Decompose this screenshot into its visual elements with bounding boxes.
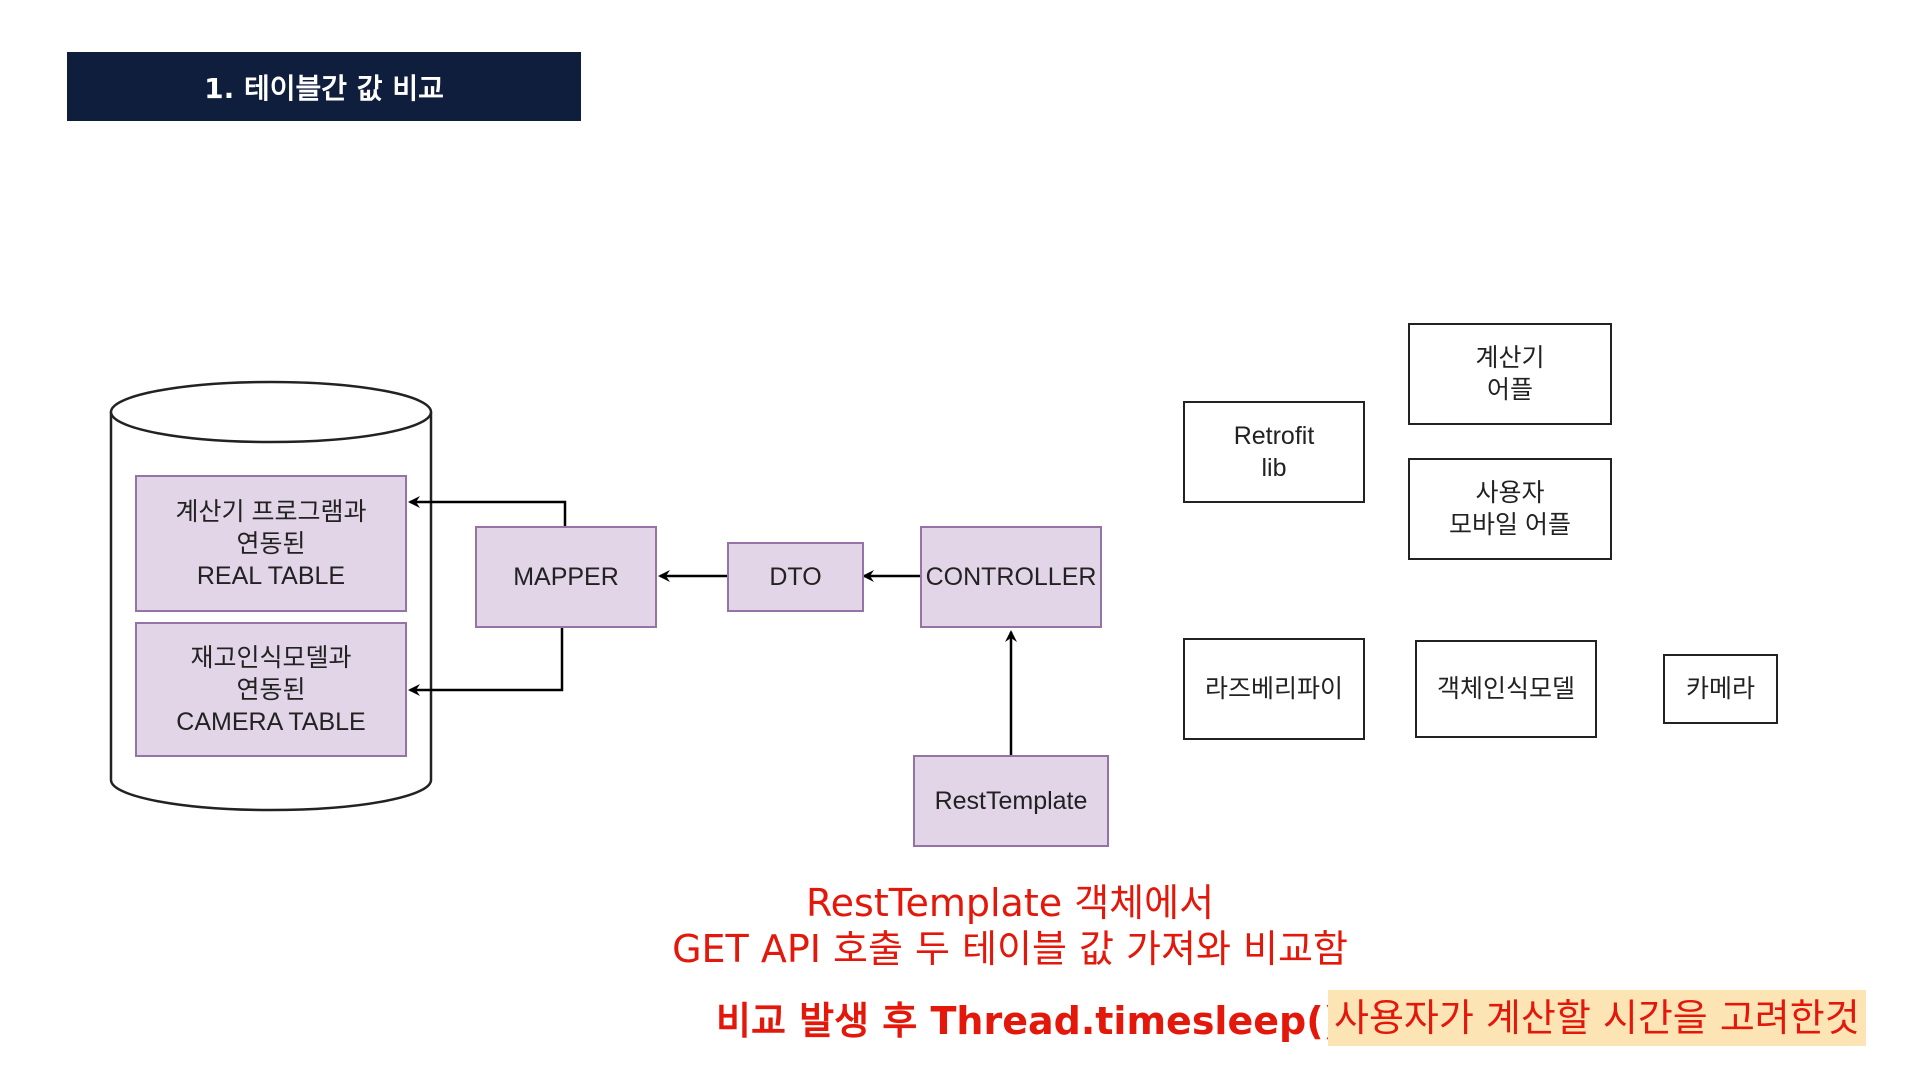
camera-table-node: 재고인식모델과 연동된 CAMERA TABLE	[135, 622, 407, 757]
note-line-2: GET API 호출 두 테이블 값 가져와 비교함	[672, 927, 1348, 971]
dto-node: DTO	[727, 542, 864, 612]
raspberry-pi-label: 라즈베리파이	[1204, 675, 1343, 703]
mapper-node: MAPPER	[475, 526, 657, 628]
camera-table-line-2: 연동된	[236, 675, 306, 704]
user-mobile-app-line-1: 사용자	[1475, 479, 1545, 507]
camera-node: 카메라	[1663, 654, 1778, 724]
calculator-app-line-1: 계산기	[1475, 344, 1545, 372]
arrow-mapper-to-real-table	[408, 496, 567, 528]
camera-label: 카메라	[1685, 675, 1755, 703]
dto-label: DTO	[769, 563, 822, 591]
controller-node: CONTROLLER	[920, 526, 1102, 628]
object-detection-model-label: 객체인식모델	[1436, 675, 1575, 703]
real-table-line-1: 계산기 프로그램과	[175, 497, 367, 526]
real-table-line-3: REAL TABLE	[196, 561, 346, 590]
section-title-text: 1. 테이블간 값 비교	[204, 71, 444, 105]
real-table-node: 계산기 프로그램과 연동된 REAL TABLE	[135, 475, 407, 612]
mapper-label: MAPPER	[513, 563, 619, 591]
note-line-1: RestTemplate 객체에서	[805, 881, 1215, 925]
note-description: RestTemplate 객체에서 GET API 호출 두 테이블 값 가져와…	[600, 880, 1420, 972]
calculator-app-node: 계산기 어플	[1408, 323, 1612, 425]
resttemplate-label: RestTemplate	[934, 787, 1088, 815]
section-title: 1. 테이블간 값 비교	[67, 52, 581, 121]
retrofit-node: Retrofit lib	[1183, 401, 1365, 503]
calculator-app-line-2: 어플	[1486, 376, 1533, 404]
user-mobile-app-line-2: 모바일 어플	[1449, 511, 1571, 539]
retrofit-line-2: lib	[1261, 454, 1287, 482]
raspberry-pi-node: 라즈베리파이	[1183, 638, 1365, 740]
note-line-3: 비교 발생 후 Thread.timesleep()	[716, 999, 1341, 1043]
retrofit-line-1: Retrofit	[1233, 422, 1315, 450]
camera-table-line-3: CAMERA TABLE	[176, 707, 366, 736]
highlight-note: 사용자가 계산할 시간을 고려한것	[1328, 990, 1866, 1046]
real-table-line-2: 연동된	[236, 529, 306, 558]
object-detection-model-node: 객체인식모델	[1415, 640, 1597, 738]
resttemplate-node: RestTemplate	[913, 755, 1109, 847]
camera-table-line-1: 재고인식모델과	[190, 643, 352, 672]
controller-label: CONTROLLER	[925, 563, 1097, 591]
arrow-mapper-to-camera-table	[408, 628, 564, 696]
user-mobile-app-node: 사용자 모바일 어플	[1408, 458, 1612, 560]
